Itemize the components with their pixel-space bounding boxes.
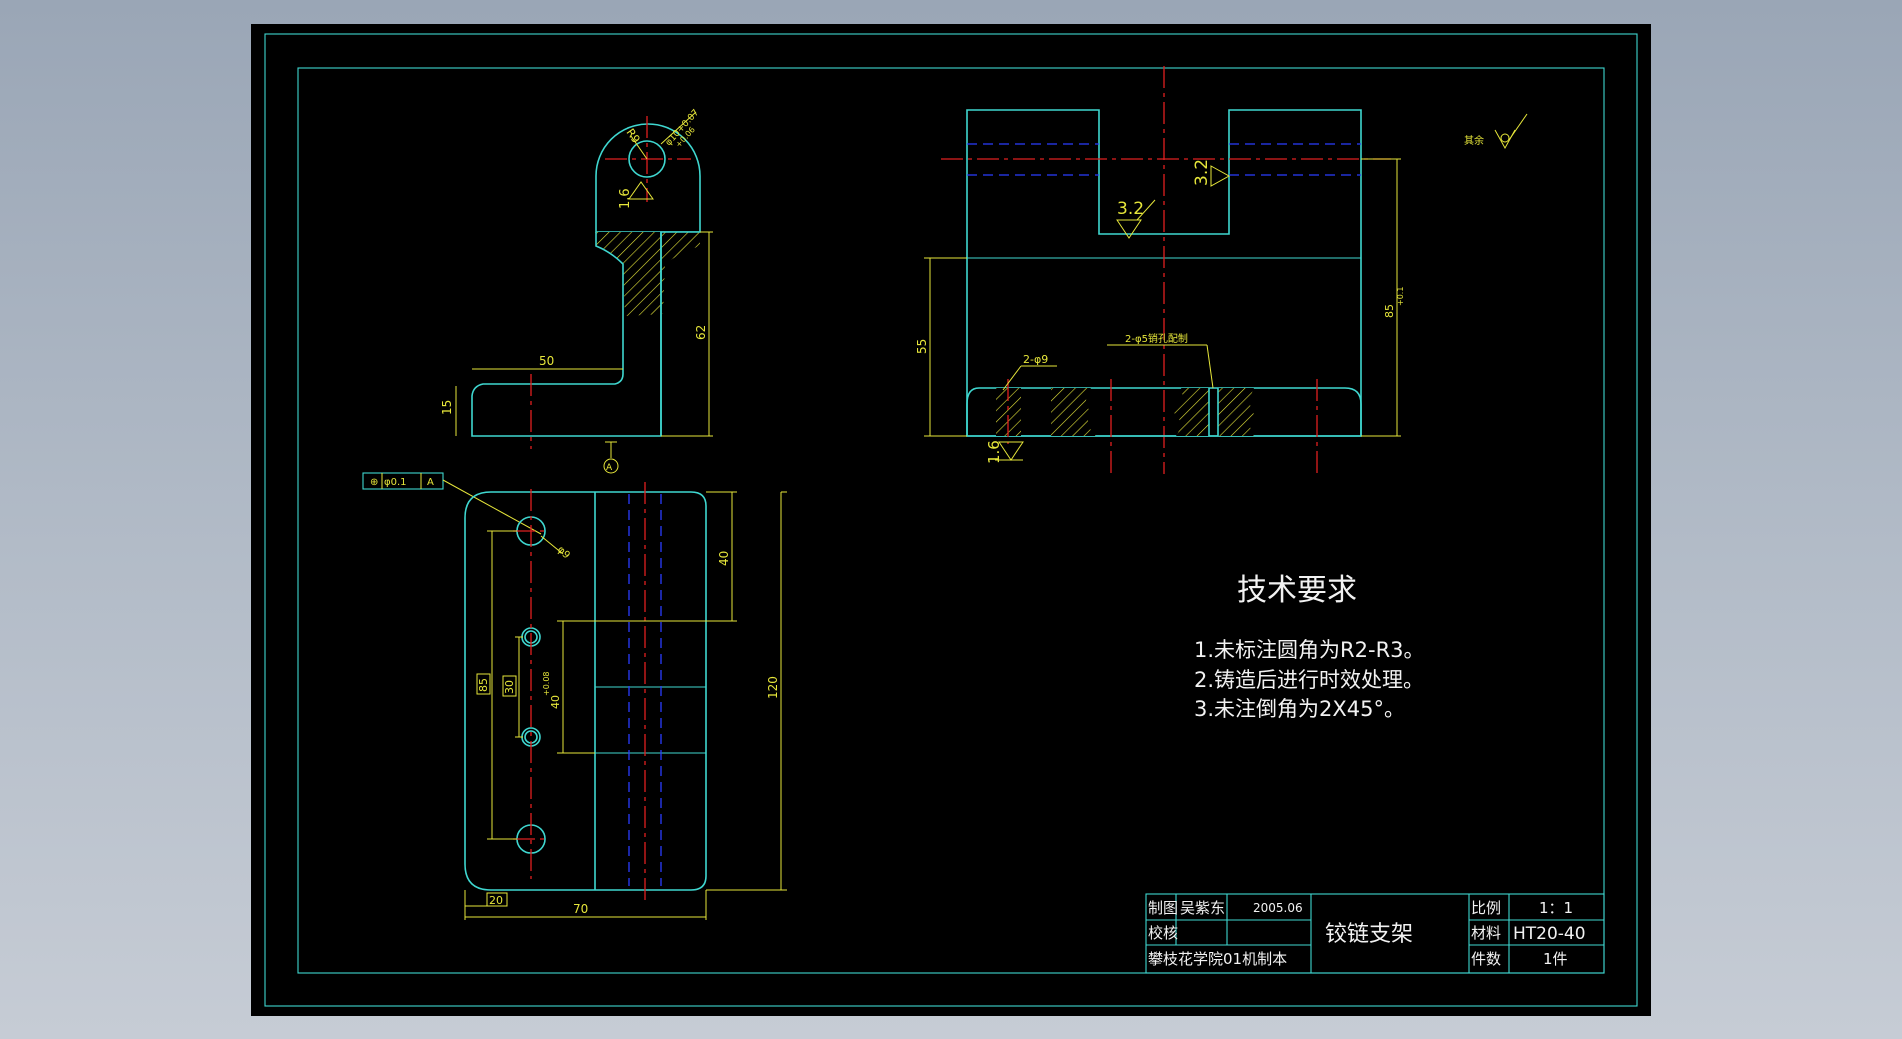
tb-drawn-label: 制图 [1148, 899, 1178, 917]
datum-a: A [606, 463, 613, 473]
dim-50: 50 [539, 354, 554, 368]
tech-item-2: 2.铸造后进行时效处理。 [1194, 668, 1424, 692]
rough-slot: 3.2 [1117, 199, 1144, 219]
tb-check-label: 校核 [1148, 924, 1178, 942]
tb-material-value: HT20-40 [1513, 924, 1586, 944]
svg-text:⊕: ⊕ [370, 477, 378, 488]
dim-85b: 85 [1383, 304, 1396, 318]
dim-20: 20 [489, 894, 503, 907]
tb-school: 攀枝花学院01机制本 [1148, 950, 1287, 968]
rough-top: 1.6 [618, 188, 633, 209]
dim-55: 55 [915, 339, 929, 354]
tol-frame-ref: A [427, 477, 434, 488]
front-view: 50 15 62 R9 φ10+0.07 +0.06 1.6 A [440, 108, 713, 474]
hole-d9: φ9 [555, 544, 572, 561]
tol-frame-value: φ0.1 [384, 477, 407, 488]
dim-85b-tol: +0.1 [1396, 287, 1405, 306]
dim-30: 30 [503, 680, 516, 694]
tb-drawer: 吴紫东 [1180, 899, 1225, 917]
title-block: 制图 吴紫东 2005.06 校核 攀枝花学院01机制本 铰链支架 比例 1：1… [1145, 893, 1605, 974]
other-label: 其余 [1464, 134, 1484, 147]
top-view: ⊕ φ0.1 A φ9 40 120 85 [362, 472, 787, 920]
tb-scale-label: 比例 [1471, 899, 1501, 917]
dim-40-tol-val: +0.08 [542, 671, 551, 696]
hole-2d9: 2-φ9 [1023, 353, 1048, 366]
pin-note: 2-φ5销孔配制 [1125, 332, 1188, 345]
tb-qty-value: 1件 [1543, 950, 1568, 968]
rough-base: 1.6 [985, 440, 1003, 464]
dim-40: 40 [717, 551, 731, 566]
other-roughness: 其余 [1464, 113, 1528, 150]
dim-15: 15 [440, 400, 454, 415]
tech-item-3: 3.未注倒角为2X45°。 [1194, 697, 1405, 721]
inner-border [297, 67, 1605, 974]
tb-part-name: 铰链支架 [1325, 922, 1413, 947]
tech-requirements: 技术要求 1.未标注圆角为R2-R3。 2.铸造后进行时效处理。 3.未注倒角为… [1194, 573, 1425, 721]
drawing-sheet: 50 15 62 R9 φ10+0.07 +0.06 1.6 A ⊕ φ0.1 … [251, 24, 1651, 1016]
tb-material-label: 材料 [1471, 924, 1501, 942]
side-view: 55 85 +0.1 3.2 3.2 2-φ9 2-φ5销孔配制 1.6 [915, 66, 1405, 476]
tb-scale-value: 1：1 [1539, 899, 1573, 917]
dim-120: 120 [766, 676, 780, 699]
drawing-canvas: 50 15 62 R9 φ10+0.07 +0.06 1.6 A ⊕ φ0.1 … [264, 33, 1638, 1007]
rough-slot-2: 3.2 [1192, 159, 1212, 186]
dim-62: 62 [694, 325, 708, 340]
dim-70: 70 [573, 902, 588, 916]
tech-title: 技术要求 [1237, 573, 1357, 608]
outer-border [264, 33, 1638, 1007]
dim-40-tol: 40 [549, 695, 562, 709]
tb-date: 2005.06 [1253, 901, 1303, 915]
tb-qty-label: 件数 [1471, 950, 1501, 968]
dim-85: 85 [477, 678, 490, 692]
tech-item-1: 1.未标注圆角为R2-R3。 [1194, 638, 1425, 662]
